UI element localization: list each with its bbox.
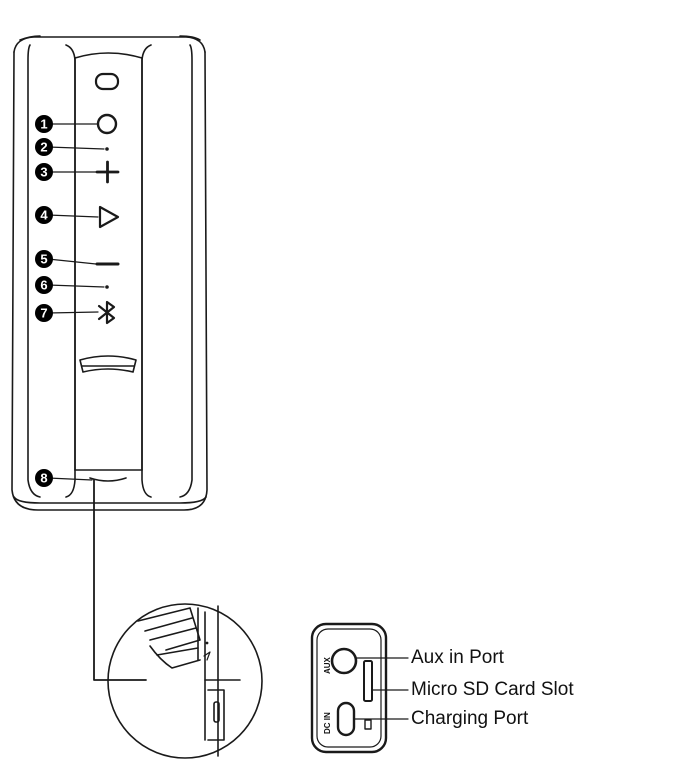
callout-leaders — [47, 123, 105, 481]
micro-sd-slot-label: Micro SD Card Slot — [411, 679, 574, 700]
svg-text:4: 4 — [40, 208, 48, 223]
svg-text:8: 8 — [40, 471, 47, 486]
charging-port[interactable] — [336, 701, 356, 737]
speaker-body — [11, 35, 208, 511]
callout-badge: 1 — [35, 115, 53, 133]
indicator-dot-icon — [105, 285, 109, 289]
dc-in-marking: DC IN — [323, 712, 332, 734]
port-closeup — [107, 603, 263, 759]
play-icon[interactable] — [98, 205, 120, 229]
aux-port-label: Aux in Port — [411, 647, 504, 668]
closeup-connector — [93, 479, 147, 681]
callout-badge: 4 — [35, 206, 53, 224]
aux-port[interactable] — [330, 647, 358, 675]
aux-marking: AUX — [323, 656, 332, 674]
bluetooth-icon[interactable] — [97, 300, 116, 325]
callout-badge: 6 — [35, 276, 53, 294]
micro-sd-slot[interactable] — [363, 660, 373, 702]
lanyard-slot — [94, 72, 120, 91]
port-panel — [310, 622, 388, 754]
svg-text:3: 3 — [40, 165, 47, 180]
svg-text:2: 2 — [40, 140, 47, 155]
svg-text:6: 6 — [40, 278, 47, 293]
callout-badge: 5 — [35, 250, 53, 268]
panel-leaders — [353, 657, 409, 720]
svg-text:7: 7 — [40, 306, 47, 321]
power-icon[interactable] — [96, 113, 118, 135]
callout-badge: 3 — [35, 163, 53, 181]
callout-badge: 2 — [35, 138, 53, 156]
charging-port-label: Charging Port — [411, 708, 529, 729]
sd-card-icon — [364, 719, 372, 730]
callout-badge: 7 — [35, 304, 53, 322]
plus-icon[interactable] — [95, 160, 120, 184]
svg-text:5: 5 — [40, 252, 47, 267]
callout-badges: 1 2 3 4 5 6 7 8 — [35, 115, 53, 487]
svg-text:1: 1 — [40, 117, 47, 132]
indicator-dot-icon — [105, 147, 109, 151]
callout-badge: 8 — [35, 469, 53, 487]
